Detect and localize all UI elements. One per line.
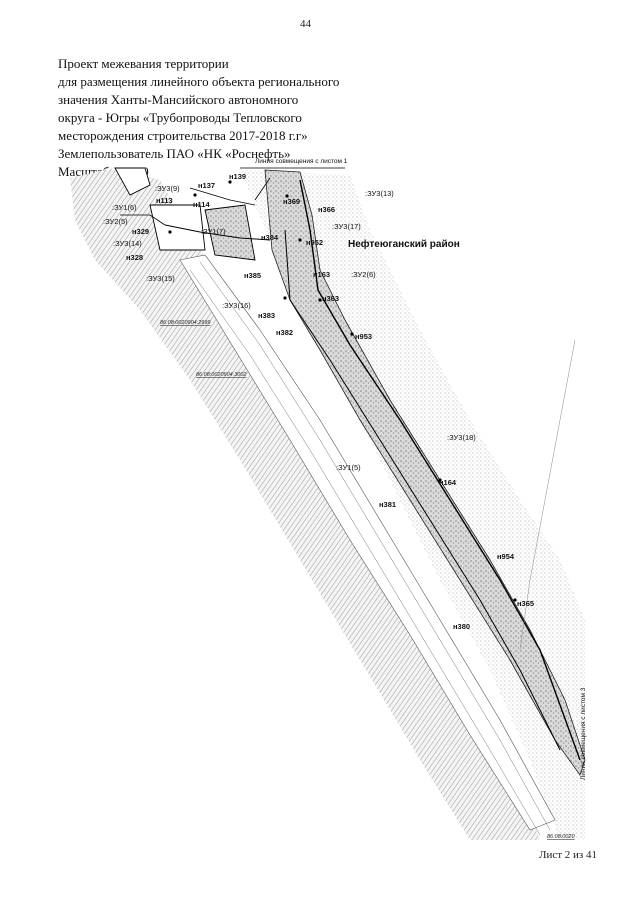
point-label: н953 xyxy=(355,332,372,341)
point-label: н113 xyxy=(156,196,173,205)
title-line: значения Ханты-Мансийского автономного xyxy=(58,92,299,107)
title-line: для размещения линейного объекта региона… xyxy=(58,74,340,89)
point-label: н380 xyxy=(453,622,470,631)
plot-label: :ЗУ2(6) xyxy=(351,270,376,279)
match-line-right-label: Линия совмещения с листом 3 xyxy=(580,687,587,780)
plot-label: :ЗУ1(5) xyxy=(336,463,361,472)
title-line: Проект межевания территории xyxy=(58,56,229,71)
point-label: н366 xyxy=(318,205,335,214)
cadastral-number: 86:08:0020904:3002 xyxy=(196,372,246,378)
region-name: Нефтеюганский район xyxy=(348,238,460,250)
cadastral-number: 86:08:0020904:2999 xyxy=(160,320,210,326)
plot-label: :ЗУ1(6) xyxy=(112,203,137,212)
match-line-top-label: Линия совмещения с листом 1 xyxy=(255,158,348,165)
plot-label: :ЗУ3(14) xyxy=(113,239,142,248)
point-label: н163 xyxy=(313,270,330,279)
point-label: н363 xyxy=(322,294,339,303)
page-number: 44 xyxy=(300,18,311,30)
plot-label: :ЗУ3(18) xyxy=(447,433,476,442)
point-label: н329 xyxy=(132,227,149,236)
point-label: н137 xyxy=(198,181,215,190)
point-label: н369 xyxy=(283,197,300,206)
road-corridor xyxy=(179,254,556,831)
cadastral-number: 86:08:0020 xyxy=(547,834,575,840)
title-line: Землепользователь ПАО «НК «Роснефть» xyxy=(58,146,291,161)
title-line: округа - Югры «Трубопроводы Тепловского xyxy=(58,110,302,125)
point-label: н164 xyxy=(439,478,457,487)
point-label: н381 xyxy=(379,500,396,509)
point-label: н383 xyxy=(258,311,275,320)
plot-label: :ЗУ1(7) xyxy=(201,227,226,236)
title-line: месторождения строительства 2017-2018 г.… xyxy=(58,128,308,143)
plot-label: :ЗУ3(15) xyxy=(146,274,175,283)
plot-label: :ЗУ3(13) xyxy=(365,189,394,198)
point-label: н139 xyxy=(229,172,246,181)
plot-label: :ЗУ3(9) xyxy=(155,184,180,193)
point-label: н384 xyxy=(261,233,279,242)
sheet-footer: Лист 2 из 41 xyxy=(539,849,598,861)
point-label: н114 xyxy=(193,200,210,209)
pipeline-axis xyxy=(299,179,581,761)
point-label: н365 xyxy=(517,599,534,608)
plot-label: :ЗУ3(16) xyxy=(222,301,251,310)
point-label: н385 xyxy=(244,271,261,280)
point-label: н954 xyxy=(497,552,515,561)
pipeline-corridor xyxy=(264,169,586,776)
hatched-area-left xyxy=(70,168,540,840)
point-label: н382 xyxy=(276,328,293,337)
plot-label: :ЗУ2(5) xyxy=(103,217,128,226)
plot-label: :ЗУ3(17) xyxy=(332,222,361,231)
point-label: н952 xyxy=(306,238,323,247)
point-label: н328 xyxy=(126,253,143,262)
